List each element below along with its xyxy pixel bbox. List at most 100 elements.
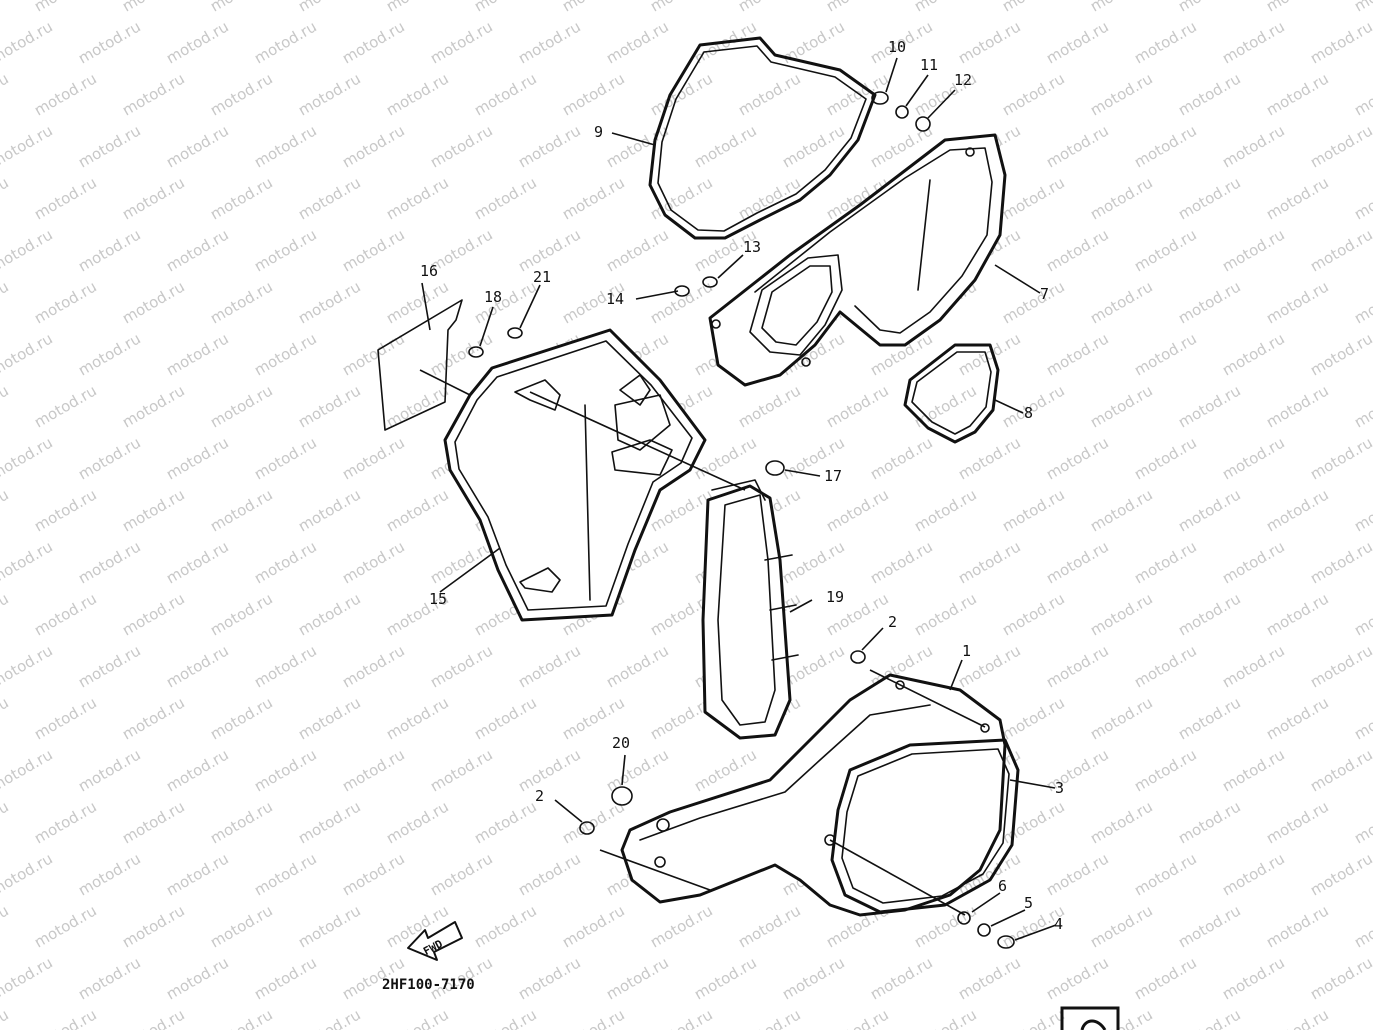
watermark-text: motod.ru	[1219, 953, 1288, 1003]
watermark-text: motod.ru	[163, 121, 232, 171]
watermark-text: motod.ru	[1263, 485, 1332, 535]
watermark-text: motod.ru	[823, 381, 892, 431]
watermark-text: motod.ru	[31, 381, 100, 431]
watermark-text: motod.ru	[1087, 589, 1156, 639]
watermark-text: motod.ru	[1043, 537, 1112, 587]
watermark-text: motod.ru	[75, 849, 144, 899]
part-7-vent-frame	[749, 254, 843, 356]
label-part-11: 11	[920, 56, 938, 74]
part-8-seal-inner	[911, 351, 992, 435]
watermark-text: motod.ru	[1175, 0, 1244, 15]
watermark-text: motod.ru	[207, 277, 276, 327]
leader-lines	[419, 57, 1057, 941]
watermark-text: motod.ru	[603, 953, 672, 1003]
watermark-text: motod.ru	[559, 69, 628, 119]
label-part-5: 5	[1024, 894, 1033, 912]
watermark-text: motod.ru	[295, 277, 364, 327]
watermark-text: motod.ru	[471, 173, 540, 223]
watermark-text: motod.ru	[0, 745, 56, 795]
watermark-text: motod.ru	[955, 537, 1024, 587]
watermark-text: motod.ru	[1263, 797, 1332, 847]
watermark-text: motod.ru	[427, 537, 496, 587]
watermark-text: motod.ru	[911, 1005, 980, 1030]
watermark-text: motod.ru	[559, 173, 628, 223]
part-3-seal	[830, 738, 1020, 914]
watermark-text: motod.ru	[1263, 277, 1332, 327]
watermark-text: motod.ru	[1351, 693, 1373, 743]
watermark-text: motod.ru	[1043, 433, 1112, 483]
watermark-text: motod.ru	[163, 953, 232, 1003]
part-15-number-plate	[443, 328, 707, 622]
watermark-text: motod.ru	[0, 0, 12, 15]
watermark-text: motod.ru	[31, 589, 100, 639]
label-part-8: 8	[1024, 404, 1033, 422]
forward-direction-arrow: FWD	[407, 921, 463, 961]
watermark-text: motod.ru	[75, 953, 144, 1003]
watermark-text: motod.ru	[1351, 1005, 1373, 1030]
watermark-text: motod.ru	[119, 693, 188, 743]
watermark-text: motod.ru	[1087, 277, 1156, 327]
watermark-text: motod.ru	[0, 953, 56, 1003]
corner-logo-mark	[1080, 1019, 1107, 1030]
watermark-text: motod.ru	[251, 745, 320, 795]
part-7-air-scoop	[708, 133, 1007, 387]
watermark-text: motod.ru	[735, 1005, 804, 1030]
part-9-seal-inner	[657, 45, 867, 232]
watermark-text: motod.ru	[1087, 69, 1156, 119]
watermark-text: motod.ru	[295, 0, 364, 15]
watermark-text: motod.ru	[0, 277, 12, 327]
watermark-text: motod.ru	[383, 381, 452, 431]
label-part-13: 13	[743, 238, 761, 256]
label-part-15: 15	[429, 590, 447, 608]
part-16-decal	[377, 299, 463, 431]
watermark-text: motod.ru	[119, 797, 188, 847]
watermark-text: motod.ru	[251, 641, 320, 691]
watermark-text: motod.ru	[0, 693, 12, 743]
watermark-text: motod.ru	[383, 485, 452, 535]
watermark-text: motod.ru	[427, 121, 496, 171]
label-part-17: 17	[824, 467, 842, 485]
watermark-text: motod.ru	[0, 17, 56, 67]
part-7-hole-front	[711, 319, 721, 329]
label-part-19: 19	[826, 588, 844, 606]
watermark-text: motod.ru	[999, 485, 1068, 535]
watermark-text: motod.ru	[31, 277, 100, 327]
watermark-text: motod.ru	[295, 381, 364, 431]
watermark-text: motod.ru	[75, 329, 144, 379]
watermark-text: motod.ru	[1263, 693, 1332, 743]
part-8-seal	[903, 343, 1000, 444]
watermark-text: motod.ru	[999, 0, 1068, 15]
watermark-text: motod.ru	[31, 485, 100, 535]
watermark-text: motod.ru	[779, 17, 848, 67]
label-part-6: 6	[998, 877, 1007, 895]
watermark-text: motod.ru	[471, 693, 540, 743]
watermark-text: motod.ru	[31, 0, 100, 15]
label-part-18: 18	[484, 288, 502, 306]
watermark-text: motod.ru	[735, 901, 804, 951]
watermark-text: motod.ru	[999, 277, 1068, 327]
watermark-text: motod.ru	[0, 797, 12, 847]
watermark-text: motod.ru	[1175, 589, 1244, 639]
watermark-text: motod.ru	[0, 121, 56, 171]
watermark-text: motod.ru	[911, 485, 980, 535]
watermark-text: motod.ru	[1131, 537, 1200, 587]
watermark-text: motod.ru	[515, 641, 584, 691]
watermark-text: motod.ru	[1351, 69, 1373, 119]
watermark-text: motod.ru	[647, 901, 716, 951]
label-part-3: 3	[1055, 779, 1064, 797]
watermark-text: motod.ru	[1351, 381, 1373, 431]
watermark-text: motod.ru	[1175, 1005, 1244, 1030]
label-part-21: 21	[533, 268, 551, 286]
part-17-nut-icon	[765, 460, 785, 476]
watermark-text: motod.ru	[1351, 277, 1373, 327]
watermark-text: motod.ru	[471, 69, 540, 119]
watermark-text: motod.ru	[1175, 901, 1244, 951]
watermark-text: motod.ru	[1307, 17, 1373, 67]
part-9-seal	[648, 36, 877, 240]
part-15-vent-lower	[611, 439, 673, 476]
watermark-text: motod.ru	[75, 537, 144, 587]
watermark-text: motod.ru	[1307, 953, 1373, 1003]
watermark-text: motod.ru	[163, 329, 232, 379]
part-19-duct-inner	[717, 494, 776, 726]
watermark-text: motod.ru	[31, 901, 100, 951]
